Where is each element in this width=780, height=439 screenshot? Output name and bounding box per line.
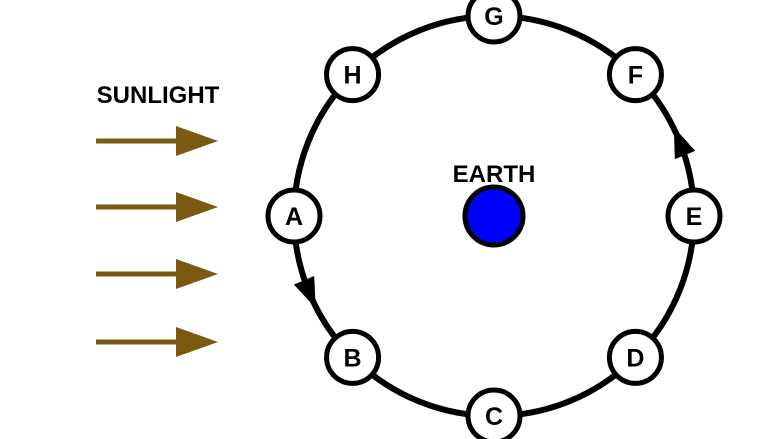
sunlight-arrow [96, 327, 218, 357]
orbit-position-d: D [606, 328, 664, 386]
orbit-position-h: H [324, 46, 382, 104]
orbit-position-e: E [665, 187, 723, 245]
position-label: F [628, 62, 643, 90]
position-label: A [285, 203, 303, 231]
earth-circle [462, 184, 526, 248]
orbit-position-f: F [606, 46, 664, 104]
orbit-position-a: A [265, 187, 323, 245]
position-circle [465, 0, 523, 45]
position-label: C [485, 403, 503, 431]
position-label: B [344, 344, 362, 372]
sunlight-arrows [96, 126, 218, 357]
position-circle [465, 387, 523, 439]
position-label: E [686, 203, 703, 231]
position-circle [606, 328, 664, 386]
position-circle [665, 187, 723, 245]
position-circle [324, 328, 382, 386]
sunlight-label: SUNLIGHT [97, 82, 220, 109]
orbit-direction-arrowhead [293, 276, 316, 308]
position-label: D [626, 344, 644, 372]
earth-label: EARTH [453, 161, 536, 188]
sunlight-arrow [96, 259, 218, 289]
sunlight-arrow [96, 192, 218, 222]
moon-positions: A B C D E F G H [265, 0, 723, 439]
position-circle [606, 46, 664, 104]
position-label: G [484, 3, 503, 31]
position-circle [265, 187, 323, 245]
orbit-position-g: G [465, 0, 523, 45]
orbit-direction-arrows [293, 127, 696, 308]
position-label: H [344, 62, 362, 90]
orbit-direction-arrowhead [673, 127, 696, 160]
sunlight-arrow [96, 126, 218, 156]
orbit-position-c: C [465, 387, 523, 439]
position-circle [324, 46, 382, 104]
orbit-position-b: B [324, 328, 382, 386]
